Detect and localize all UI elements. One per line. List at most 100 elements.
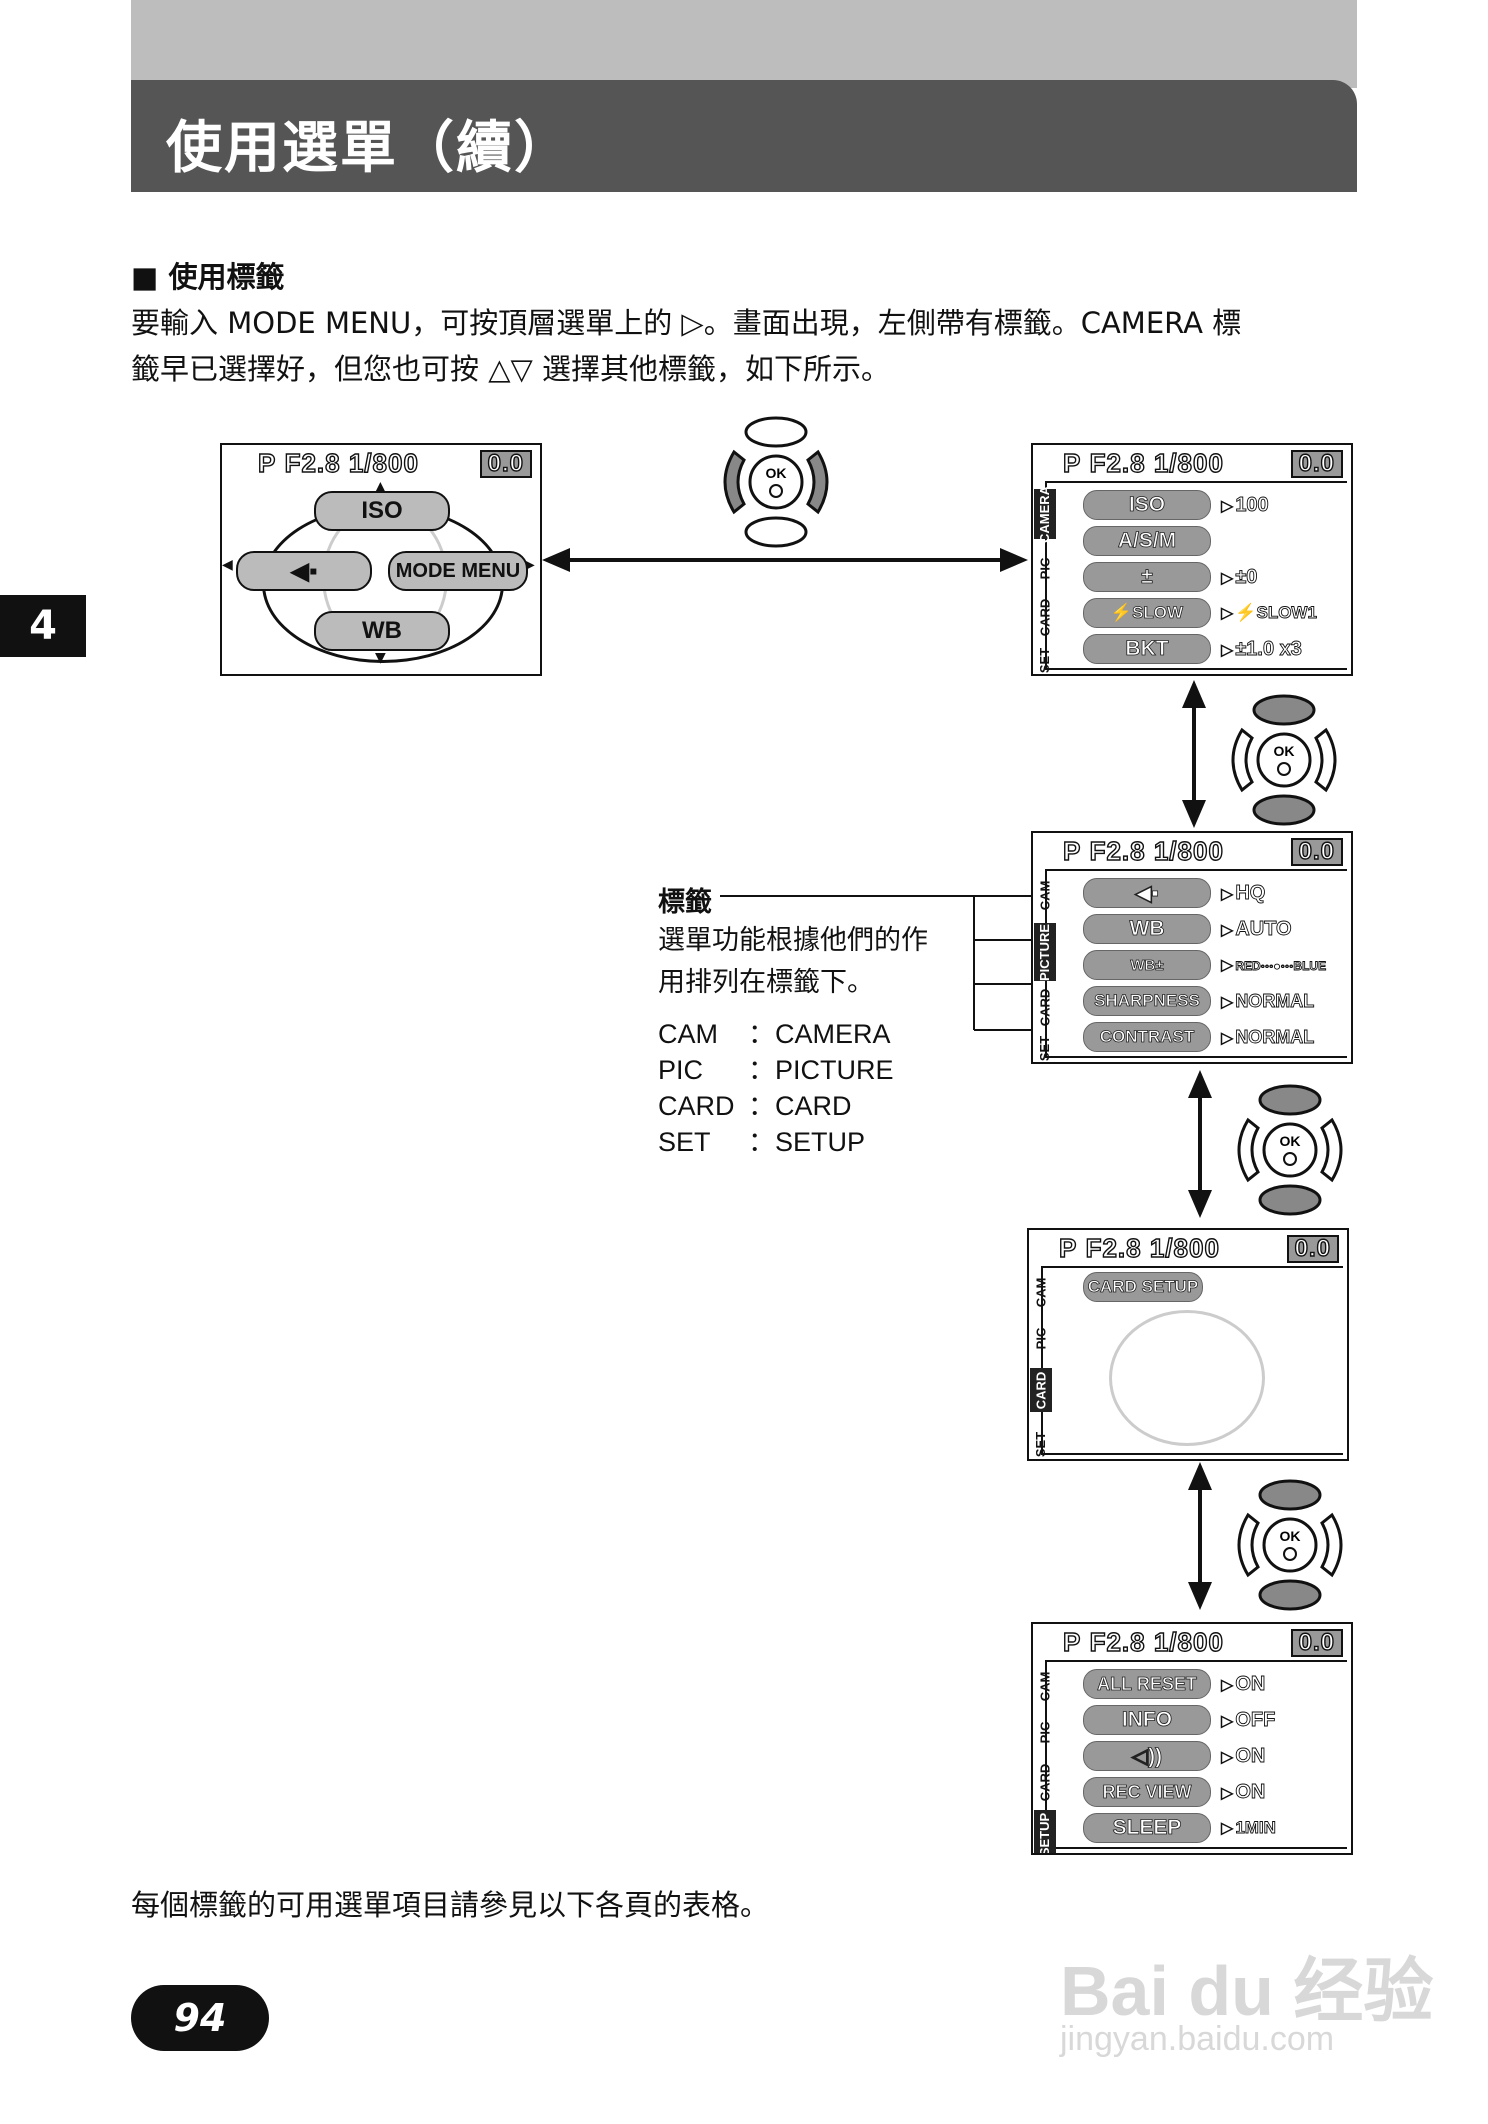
menu-row[interactable]: ◀▪HQ (1083, 875, 1345, 911)
menu-row[interactable]: SLEEP 1MIN (1083, 1810, 1345, 1846)
row-label: A/S/M (1083, 526, 1211, 556)
menu-row[interactable]: A/S/M (1083, 523, 1345, 559)
intro-paragraph: 要輸入 MODE MENU，可按頂層選單上的 ▷。畫面出現，左側帶有標籤。CAM… (131, 300, 1361, 392)
tab-card[interactable]: CARD (1034, 597, 1056, 637)
tab-set[interactable]: SET (1034, 645, 1056, 675)
aperture-text: F2.8 (1090, 836, 1146, 867)
row-label: REC VIEW (1083, 1777, 1211, 1807)
row-value: ⚡SLOW1 (1221, 603, 1317, 623)
row-label: ⚡SLOW (1083, 598, 1211, 628)
tab-set[interactable]: SET (1030, 1428, 1052, 1460)
tab-strip: CAM PICTURE CARD SET (1033, 873, 1059, 1058)
ok-controller-icon[interactable]: OK (1230, 1080, 1350, 1220)
screen-camera-tab: P F2.8 1/800 0.0 CAMERA PIC CARD SET ISO… (1031, 443, 1353, 676)
menu-iso-button[interactable]: ISO (314, 491, 450, 531)
legend-title: 標籤 (658, 880, 712, 919)
aperture-text: F2.8 (285, 448, 341, 479)
tab-cam[interactable]: CAM (1034, 1668, 1056, 1704)
mode-text: P (1059, 1233, 1077, 1264)
shutter-text: 1/800 (1154, 448, 1224, 479)
ok-controller-icon[interactable]: OK (716, 412, 836, 552)
menu-mode-menu-button[interactable]: MODE MENU (388, 551, 528, 591)
row-value: NORMAL (1221, 991, 1314, 1012)
screen-top-menu: P F2.8 1/800 0.0 ▲ ▼ ◀ ▶ ISO ◀▪ MODE MEN… (220, 443, 542, 676)
ev-value: 0.0 (1291, 450, 1343, 478)
svg-text:OK: OK (1280, 1133, 1301, 1149)
tab-pic[interactable]: PIC (1034, 551, 1056, 585)
left-arrow-icon: ◀ (222, 557, 233, 573)
tab-card[interactable]: CARD (1034, 987, 1056, 1027)
tab-cam[interactable]: CAM (1030, 1274, 1052, 1310)
menu-wb-button[interactable]: WB (314, 611, 450, 651)
row-value: ON (1221, 1673, 1265, 1696)
menu-row[interactable]: ALL RESET ON (1083, 1666, 1345, 1702)
shutter-text: 1/800 (349, 448, 419, 479)
header-band (131, 0, 1357, 88)
menu-quality-button[interactable]: ◀▪ (236, 551, 372, 591)
shutter-text: 1/800 (1154, 836, 1224, 867)
screen-card-tab: P F2.8 1/800 0.0 CAM PIC CARD SET CARD S… (1027, 1228, 1349, 1461)
double-arrow-vertical (1180, 1460, 1220, 1612)
row-label: ALL RESET (1083, 1669, 1211, 1699)
aperture-text: F2.8 (1086, 1233, 1142, 1264)
tab-strip: CAMERA PIC CARD SET (1033, 485, 1059, 670)
menu-row[interactable]: ◁))ON (1083, 1738, 1345, 1774)
tab-camera[interactable]: CAMERA (1034, 489, 1056, 539)
tab-card[interactable]: CARD (1030, 1368, 1052, 1412)
tab-picture[interactable]: PICTURE (1034, 923, 1056, 981)
screen-info-bar: P F2.8 1/800 0.0 (1033, 833, 1351, 869)
double-arrow-vertical (1174, 678, 1214, 830)
menu-rows: ISO100 A/S/M ±±0 ⚡SLOW ⚡SLOW1 BKT ±1.0 x3 (1083, 487, 1345, 667)
menu-row[interactable]: ±±0 (1083, 559, 1345, 595)
menu-row[interactable]: REC VIEWON (1083, 1774, 1345, 1810)
row-value: ±1.0 x3 (1221, 638, 1302, 661)
menu-row[interactable]: ISO100 (1083, 487, 1345, 523)
down-arrow-icon: ▼ (375, 650, 386, 666)
menu-row[interactable]: BKT ±1.0 x3 (1083, 631, 1345, 667)
tab-cam[interactable]: CAM (1034, 877, 1056, 913)
row-value: 1MIN (1221, 1818, 1276, 1838)
aperture-text: F2.8 (1090, 448, 1146, 479)
row-label: WB (1083, 914, 1211, 944)
row-label: WB± (1083, 950, 1211, 980)
row-label: ISO (1083, 490, 1211, 520)
row-label: ◁)) (1083, 1741, 1211, 1771)
page-title: 使用選單（續） (166, 103, 572, 184)
tab-pic[interactable]: PIC (1034, 1714, 1056, 1750)
tab-set[interactable]: SET (1034, 1033, 1056, 1063)
menu-row[interactable]: WB± RED◦◦◦●◦◦◦BLUE (1083, 947, 1345, 983)
section-heading: ■ 使用標籤 (131, 254, 285, 296)
menu-rows: ◀▪HQ WB AUTO WB± RED◦◦◦●◦◦◦BLUE SHARPNESS N… (1083, 875, 1345, 1055)
legend-item: PIC：PICTURE (658, 1048, 894, 1087)
screen-picture-tab: P F2.8 1/800 0.0 CAM PICTURE CARD SET ◀▪… (1031, 831, 1353, 1064)
dog-image-icon (1109, 1310, 1265, 1446)
footer-note: 每個標籤的可用選單項目請參見以下各頁的表格。 (131, 1882, 769, 1924)
row-label: ◀▪ (1083, 878, 1211, 908)
screen-info-bar: P F2.8 1/800 0.0 (1029, 1230, 1347, 1266)
tab-pic[interactable]: PIC (1030, 1320, 1052, 1356)
row-label: BKT (1083, 634, 1211, 664)
card-setup-button[interactable]: CARD SETUP (1083, 1272, 1203, 1302)
page-number: 94 (131, 1985, 269, 2051)
tab-card[interactable]: CARD (1034, 1760, 1056, 1804)
row-label: SHARPNESS (1083, 986, 1211, 1016)
ok-controller-icon[interactable]: OK (1230, 1475, 1350, 1615)
legend-item: SET：SETUP (658, 1120, 865, 1159)
shutter-text: 1/800 (1154, 1627, 1224, 1658)
mode-text: P (1063, 1627, 1081, 1658)
menu-row[interactable]: WB AUTO (1083, 911, 1345, 947)
legend-item: CAM：CAMERA (658, 1012, 891, 1051)
screen-info-bar: P F2.8 1/800 0.0 (1033, 1624, 1351, 1660)
mode-text: P (258, 448, 276, 479)
menu-row[interactable]: INFOOFF (1083, 1702, 1345, 1738)
row-value: AUTO (1221, 918, 1292, 941)
row-label: SLEEP (1083, 1813, 1211, 1843)
menu-row[interactable]: ⚡SLOW ⚡SLOW1 (1083, 595, 1345, 631)
tab-setup[interactable]: SETUP (1034, 1810, 1056, 1855)
menu-row[interactable]: CONTRASTNORMAL (1083, 1019, 1345, 1055)
legend-item: CARD：CARD (658, 1084, 852, 1123)
ok-controller-icon[interactable]: OK (1224, 690, 1344, 830)
menu-row[interactable]: SHARPNESS NORMAL (1083, 983, 1345, 1019)
shutter-text: 1/800 (1150, 1233, 1220, 1264)
row-value: RED◦◦◦●◦◦◦BLUE (1221, 955, 1326, 975)
